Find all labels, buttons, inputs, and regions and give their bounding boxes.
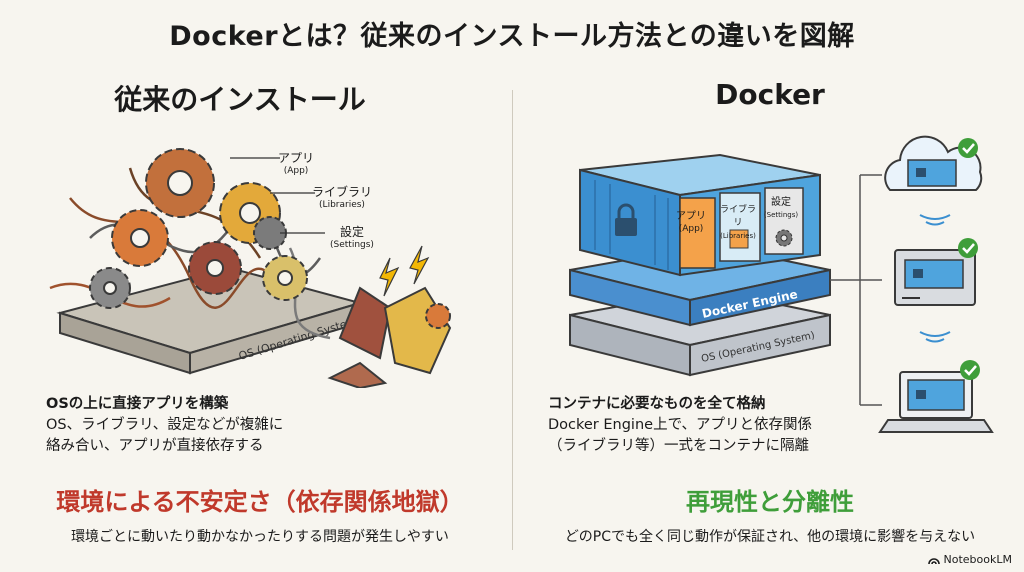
docker-illustration: OS (Operating System) Docker Engine — [569, 153, 831, 377]
docker-result: 再現性と分離性 — [686, 488, 854, 516]
wifi-icon — [919, 214, 951, 226]
server-icon — [894, 249, 976, 306]
brand-watermark: NotebookLM — [927, 553, 1012, 566]
page-title: Dockerとは？従来のインストール方法との違いを図解 — [169, 21, 855, 52]
traditional-note: 環境ごとに動いたり動かなかったりする問題が発生しやすい — [71, 529, 449, 545]
container-box — [579, 153, 821, 277]
label-libraries: ライブラリ(Libraries) — [312, 185, 373, 211]
traditional-result: 環境による不安定さ（依存関係地獄） — [56, 488, 464, 516]
check-icon — [960, 360, 980, 380]
lock-icon — [615, 203, 637, 236]
panel-divider — [512, 90, 513, 550]
gear-icon — [775, 229, 793, 247]
wifi-icon — [919, 331, 951, 343]
cloud-icon — [884, 135, 983, 191]
check-icon — [958, 238, 978, 258]
label-app: アプリ(App) — [278, 151, 315, 177]
docker-note: どのPCでも全く同じ動作が保証され、他の環境に影響を与えない — [564, 529, 976, 545]
traditional-description: OSの上に直接アプリを構築 OS、ライブラリ、設定などが複雑に 絡み合い、アプリ… — [46, 396, 284, 454]
lightning-icon — [379, 245, 430, 297]
label-settings: 設定(Settings) — [330, 225, 374, 251]
check-icon — [958, 138, 978, 158]
docker-description: コンテナに必要なものを全て格納 Docker Engine上で、アプリと依存関係… — [548, 396, 812, 454]
gear-pile — [89, 148, 308, 309]
label-leaders — [230, 157, 325, 234]
docker-heading: Docker — [715, 78, 825, 111]
traditional-illustration: OS (Operating System) — [49, 148, 452, 388]
notebooklm-logo-icon — [927, 557, 940, 564]
traditional-heading: 従来のインストール — [114, 83, 366, 116]
broken-gears — [327, 286, 452, 388]
deployment-targets — [830, 135, 994, 433]
laptop-icon — [878, 371, 994, 433]
container-settings-label: 設定(Settings) — [763, 197, 799, 219]
container-app-label: アプリ(App) — [676, 211, 706, 234]
container-libraries-label: ライブラリ(Libraries) — [719, 205, 756, 240]
